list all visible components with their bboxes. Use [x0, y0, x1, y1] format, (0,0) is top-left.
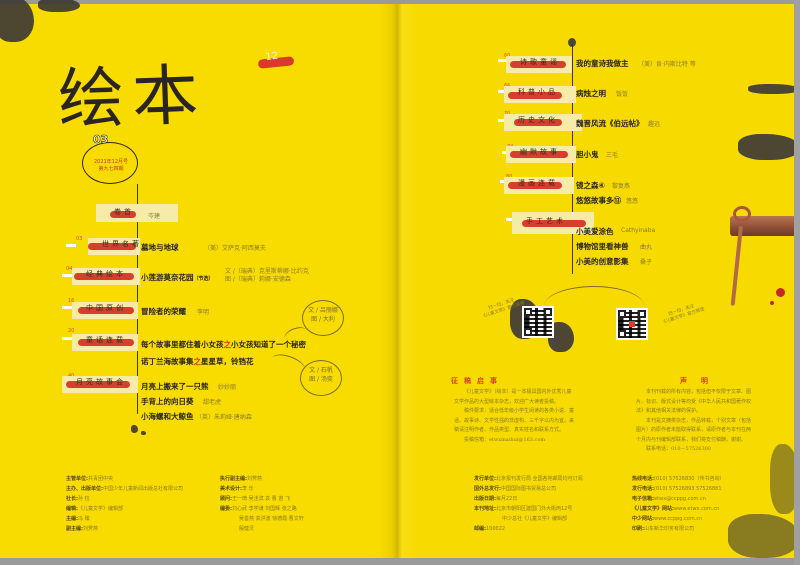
qr-caption: 扫一扫，关注 《儿童文学》官方微信	[661, 304, 706, 326]
right-page: 60 诗歌童谣 我的童诗我做主 （美）肯·内斯比特 等 66 科普小品 病烛之明…	[398, 4, 800, 558]
toc-author: （美）肯·内斯比特 等	[638, 61, 696, 68]
toc-author: 黎复燕	[612, 183, 631, 190]
toc-item-title[interactable]: 镜之森④	[576, 181, 605, 190]
ink-blot-small	[141, 431, 146, 435]
page-number: 20	[68, 328, 75, 334]
ink-splash-bottom-right	[728, 514, 800, 558]
toc-item-title[interactable]: 小美爱涂色	[576, 227, 614, 236]
toc-author: 李明	[197, 309, 210, 316]
toc-item-title[interactable]: 月亮上搬来了一只熊	[141, 382, 209, 391]
page-title: 绘本	[56, 56, 208, 139]
page-gutter	[378, 4, 418, 558]
toc-tag: 经典绘本	[72, 268, 140, 285]
publication-info-column-1: 发行单位:北京报刊发行局 全国各地邮局均可订阅 国外总发行:中国国际图书贸易总公…	[474, 476, 583, 532]
latch-ring	[733, 206, 751, 222]
author-bubble: 文 / 吕丽娜 图 / 大利	[302, 300, 344, 336]
toc-item-title[interactable]: 胆小鬼	[576, 150, 599, 159]
left-page: 绘本 12 03 2021年12月号 第九七四期 卷首 岑建 03 世界名著 墓…	[0, 0, 398, 558]
page-marker	[66, 244, 76, 247]
issue-label: 03	[93, 133, 109, 147]
toc-item-title[interactable]: 诺丁兰海故事集之星星草，铃铛花	[141, 357, 254, 366]
toc-author: 三毛	[606, 152, 619, 159]
scribble-arc	[544, 286, 644, 326]
ink-blot-small	[131, 425, 138, 433]
toc-tag: 漫画连载	[504, 177, 574, 194]
toc-tag: 幽默故事	[506, 146, 576, 163]
page-marker	[506, 218, 516, 221]
toc-author: 曲丸	[640, 244, 653, 251]
credits-column-1: 主管单位:共青团中央 主办、出版单位:中国少年儿童新闻出版总社有限公司 社长:孙…	[66, 476, 184, 532]
ink-splash-top	[38, 0, 80, 12]
issue-date: 2021年12月号 第九七四期	[93, 159, 129, 172]
page-number: 03	[76, 236, 83, 242]
toc-item-title[interactable]: 小美的创意影集	[576, 257, 629, 266]
toc-tag: 世界名著	[88, 238, 140, 255]
ink-splash-right	[748, 84, 800, 94]
call-for-papers-body: 《儿童文学》（绘本）是一本极具国内外优秀儿童文学作品的大型绘本杂志，欢迎广大读者…	[454, 389, 575, 443]
call-for-papers-title: 征稿启事	[451, 376, 503, 385]
page-marker	[498, 119, 508, 122]
toc-tag: 手工艺术	[512, 212, 594, 234]
toc-item-title[interactable]: 小莲游莫奈花园（节选）	[141, 273, 214, 282]
toc-author: 妙妙丽	[218, 384, 237, 391]
toc-item-title[interactable]: 博物馆里看神兽	[576, 242, 629, 251]
red-dot	[776, 288, 785, 297]
toc-author: 岑建	[148, 213, 161, 220]
toc-author: 文 /（瑞典）克里斯蒂娜·比约克 图 /（瑞典）莉娜·安德森	[225, 268, 309, 283]
rusty-latch-illustration	[730, 216, 796, 236]
background-strip	[0, 558, 800, 565]
toc-author: 悠悠	[626, 198, 639, 205]
toc-tag: 月亮故事会	[62, 376, 138, 393]
toc-tag: 科普小品	[504, 86, 576, 103]
toc-tag: 童话连载	[72, 334, 138, 351]
toc-author: 饭饭	[616, 91, 629, 98]
issue-circle	[82, 142, 138, 184]
toc-item-title[interactable]: 每个故事里都住着小女孩之小女孩知道了一个秘密	[141, 340, 306, 349]
toc-item-title[interactable]: 悠悠故事多⑬	[576, 196, 621, 205]
toc-item-title[interactable]: 手背上的向日葵	[141, 397, 194, 406]
toc-tag: 诗歌童谣	[506, 56, 572, 73]
credits-column-2: 执行副主编:刘霁燕 美术设计:李 乐 顾问:王一琦 吴洼滨 袁 曹 宙 飞 编委…	[220, 476, 304, 532]
toc-item-title[interactable]: 冒险者的荣耀	[141, 307, 186, 316]
toc-spine-line	[137, 184, 138, 414]
red-dot	[770, 301, 774, 305]
toc-tag: 中国原创	[72, 302, 138, 319]
toc-author: 桑子	[640, 259, 653, 266]
page-marker	[62, 337, 72, 340]
toc-tag: 历史文化	[504, 114, 582, 131]
statement-title: 声明	[680, 376, 722, 385]
ink-splash-top-left	[0, 0, 34, 42]
publication-info-column-2: 热线电话:(010) 57526830（传书咨询） 发行电话:(010) 575…	[632, 476, 725, 532]
ink-dot-top	[568, 38, 576, 47]
page-marker	[62, 274, 72, 277]
toc-item-title[interactable]: 小海螺和大鲸鱼	[141, 412, 194, 421]
toc-author: （美）艾萨克·阿西莫夫	[204, 245, 266, 252]
toc-item-title[interactable]: 魏晋风流《伯远帖》	[576, 119, 644, 128]
page-marker	[62, 306, 72, 309]
page-marker	[498, 59, 508, 62]
page-number: 04	[66, 266, 73, 272]
toc-tag-preface: 卷首	[96, 204, 178, 222]
toc-author: 趣远	[648, 121, 661, 128]
toc-author: Cathyinaba	[621, 227, 656, 234]
toc-author: （英）朱莉娅·唐纳森	[196, 414, 252, 421]
toc-item-title[interactable]: 我的童诗我做主	[576, 59, 629, 68]
issue-badge: 12	[257, 51, 295, 69]
toc-item-title[interactable]: 墓地与地球	[141, 243, 179, 252]
statement-body: 本刊刊载的所有内容，包括但不仅限于文章、图片、标识、版式设计等均受《中华人民共和…	[636, 389, 752, 452]
page-number: 16	[68, 298, 75, 304]
author-bubble: 文 / 石帆 图 / 汤奕	[300, 360, 342, 396]
page-marker	[498, 90, 508, 93]
toc-item-title[interactable]: 病烛之明	[576, 89, 606, 98]
toc-author: 甜老虎	[203, 399, 222, 406]
background-edge	[794, 0, 800, 565]
ink-splash-right	[738, 134, 800, 160]
